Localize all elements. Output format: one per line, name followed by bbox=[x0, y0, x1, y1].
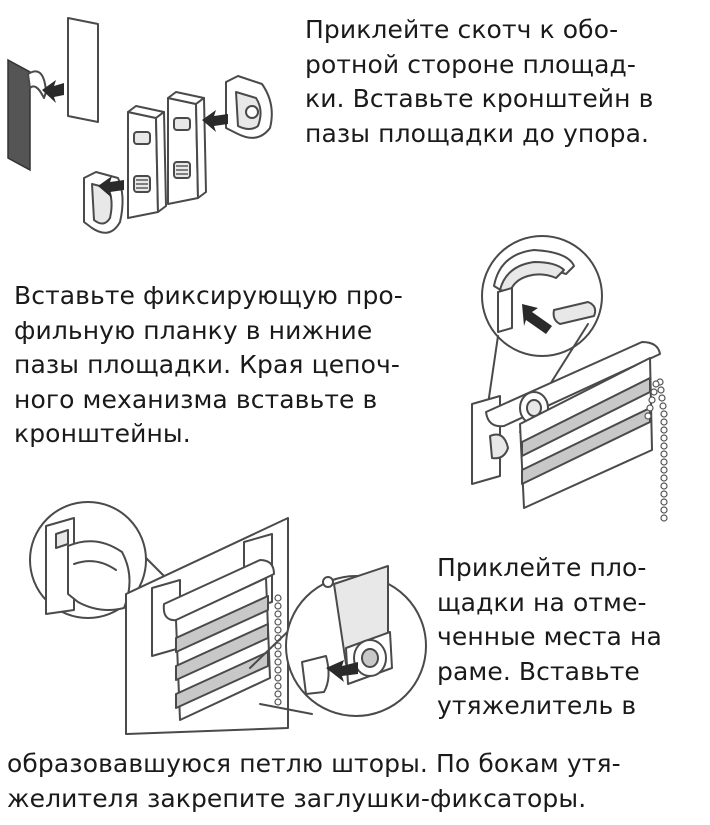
instruction-line: ротной стороне площад- bbox=[305, 49, 636, 79]
instruction-line: раме. Вставьте bbox=[437, 656, 640, 686]
instruction-line: Приклейте пло- bbox=[437, 553, 647, 582]
instruction-line: Приклейте скотч к обо- bbox=[305, 15, 619, 44]
instruction-step-1: Приклейте скотч к обо- ротной стороне пл… bbox=[305, 13, 653, 151]
arrow-icon bbox=[522, 304, 552, 334]
instruction-line: ки. Вставьте кронштейн в bbox=[305, 84, 654, 113]
instruction-line: кронштейны. bbox=[14, 419, 191, 448]
instruction-line: утяжелитель в bbox=[437, 691, 637, 720]
arrow-icon bbox=[202, 110, 228, 132]
adhesive-pad-icon bbox=[7, 58, 47, 172]
mounting-pad-icon bbox=[167, 91, 207, 205]
instruction-line: фильную планку в нижние bbox=[14, 315, 373, 345]
instruction-line: ного механизма вставьте в bbox=[14, 384, 378, 414]
instruction-step-2: Вставьте фиксирующую про- фильную планку… bbox=[14, 279, 403, 452]
instruction-line: ченные места на bbox=[437, 622, 662, 651]
tape-sheet-icon bbox=[67, 17, 99, 123]
bead-chain-icon bbox=[274, 594, 282, 706]
roller-blind-icon bbox=[471, 341, 661, 509]
instruction-line: щадки на отме- bbox=[437, 587, 647, 617]
blind-mounting-weight-illustration bbox=[29, 501, 427, 735]
bracket-assembly-illustration bbox=[7, 17, 273, 234]
instruction-step-3-bottom: образовавшуюся петлю шторы. По бокам утя… bbox=[7, 747, 621, 816]
arrow-icon bbox=[326, 660, 358, 682]
mounting-pad-icon bbox=[127, 105, 167, 219]
bracket-icon bbox=[225, 75, 273, 139]
bead-chain-icon bbox=[644, 378, 668, 522]
instruction-line: желителя закрепите заглушки-фиксаторы. bbox=[7, 783, 587, 813]
instruction-step-3-right: Приклейте пло- щадки на отме- ченные мес… bbox=[437, 551, 662, 724]
instruction-line: образовавшуюся петлю шторы. По бокам утя… bbox=[7, 749, 621, 778]
instruction-line: пазы площадки. Края цепоч- bbox=[14, 350, 401, 379]
arrow-icon bbox=[98, 176, 124, 198]
instruction-line: Вставьте фиксирующую про- bbox=[14, 281, 403, 310]
arrow-icon bbox=[42, 80, 64, 103]
chain-mechanism-install-illustration bbox=[471, 235, 668, 522]
instruction-line: пазы площадки до упора. bbox=[305, 118, 650, 148]
roller-blind-icon bbox=[151, 533, 275, 721]
